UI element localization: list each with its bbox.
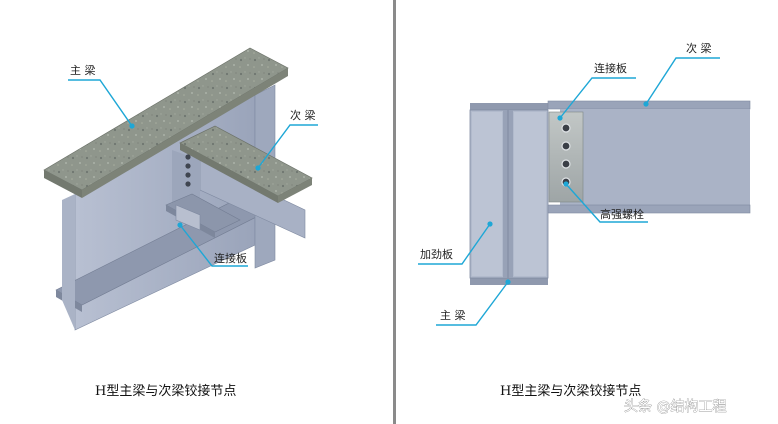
leader-main-beam-left bbox=[68, 79, 133, 127]
label-secondary-beam-right: 次 梁 bbox=[686, 41, 712, 55]
leader-dot bbox=[505, 279, 511, 285]
leader-connection-plate-right bbox=[559, 77, 636, 119]
leader-dot bbox=[177, 222, 183, 228]
secondary-beam-bottom-flange-right bbox=[547, 204, 751, 214]
caption-right: H型主梁与次梁铰接节点 bbox=[500, 383, 641, 399]
leader-dot bbox=[643, 101, 649, 107]
left-isometric-diagram: 主 梁 次 梁 连接板 H型主梁与次梁铰接节点 bbox=[43, 47, 318, 399]
leader-connection-plate-left bbox=[179, 224, 248, 267]
label-connection-plate-left: 连接板 bbox=[214, 251, 247, 265]
panel-divider bbox=[393, 0, 396, 424]
main-beam-web-lower bbox=[62, 194, 75, 330]
bolt bbox=[185, 163, 191, 169]
secondary-beam-top-slab-edge bbox=[180, 143, 278, 203]
leader-dot bbox=[563, 181, 569, 187]
label-main-beam-left: 主 梁 bbox=[70, 63, 96, 77]
secondary-beam-top-slab-edge-right bbox=[278, 178, 312, 203]
bolt bbox=[185, 181, 191, 187]
main-beam-top-slab-edge-right bbox=[82, 68, 288, 198]
bolt bbox=[185, 172, 191, 178]
secondary-beam-top-flange bbox=[547, 100, 751, 110]
leader-secondary-beam-right bbox=[645, 57, 720, 105]
leader-hs-bolt-right bbox=[565, 183, 648, 223]
bolt-group-left bbox=[185, 154, 191, 187]
leader-dot bbox=[557, 115, 563, 121]
leader-dot bbox=[255, 165, 261, 171]
bolt bbox=[561, 141, 571, 151]
leader-stiffener-right bbox=[418, 223, 491, 265]
stiffener-plate-right bbox=[514, 112, 546, 276]
stiffener-plate bbox=[472, 112, 502, 276]
connection-plate-left bbox=[175, 204, 201, 231]
main-beam-top-slab-edge bbox=[44, 170, 82, 198]
bolt bbox=[185, 154, 191, 160]
label-connection-plate-right: 连接板 bbox=[594, 61, 627, 75]
leader-dot bbox=[487, 221, 493, 227]
leader-secondary-beam-left bbox=[257, 124, 318, 169]
bolt bbox=[561, 159, 571, 169]
watermark: 头条 @结构工程 bbox=[624, 398, 726, 415]
label-secondary-beam-left: 次 梁 bbox=[290, 108, 316, 122]
label-main-beam-right: 主 梁 bbox=[440, 308, 466, 322]
secondary-beam-web-right bbox=[560, 109, 750, 205]
label-stiffener-right: 加劲板 bbox=[420, 247, 453, 261]
label-hs-bolt-right: 高强螺栓 bbox=[600, 207, 644, 221]
leader-dot bbox=[129, 123, 135, 129]
bolt bbox=[561, 123, 571, 133]
caption-left: H型主梁与次梁铰接节点 bbox=[95, 383, 236, 399]
main-beam-flange-top bbox=[470, 103, 548, 110]
leader-main-beam-right bbox=[436, 281, 509, 326]
right-elevation-diagram: 次 梁 连接板 高强螺栓 加劲板 主 梁 H型主梁与次梁铰接节点 头条 @结构工… bbox=[418, 41, 751, 415]
